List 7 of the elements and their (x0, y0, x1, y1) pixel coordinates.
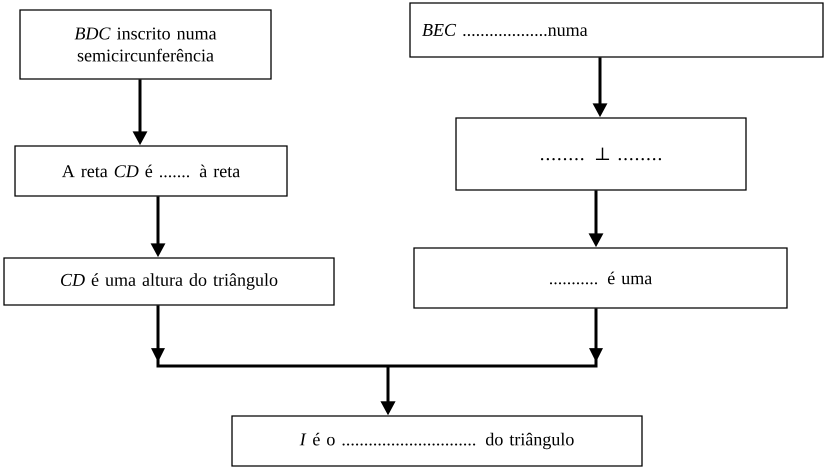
process-box: A reta CD é ....... à reta (14, 145, 288, 197)
process-box: ........... é uma (413, 247, 788, 309)
process-box: CD é uma altura do triângulo (3, 257, 335, 306)
process-box: I é o .............................. do triângulo (231, 415, 643, 467)
process-box: BEC ...................numa (409, 2, 824, 58)
process-box: BDC inscrito numa semicircunferência (19, 9, 272, 80)
process-box: ........ ⊥ ........ (455, 117, 747, 191)
